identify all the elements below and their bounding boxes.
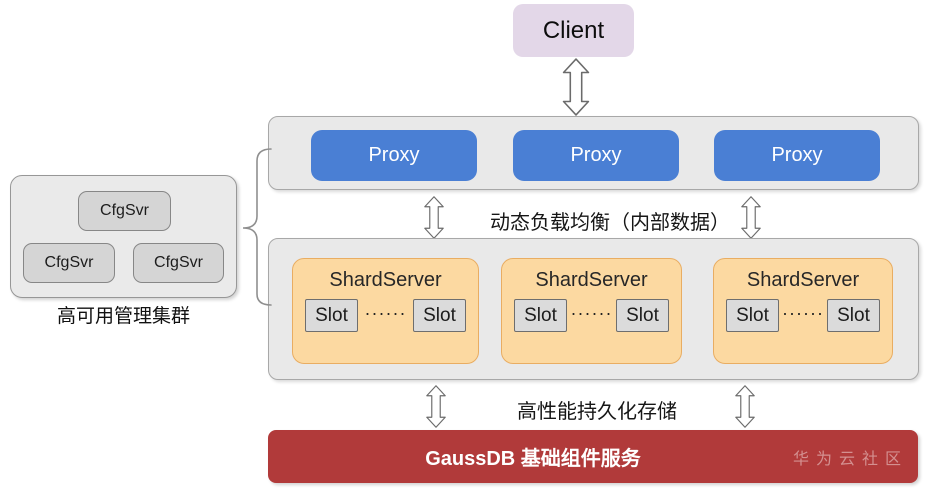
- proxy-label: Proxy: [570, 144, 622, 166]
- slot-row: Slot ······ Slot: [293, 299, 478, 332]
- slot-label: Slot: [315, 304, 348, 326]
- slot-label: Slot: [626, 304, 659, 326]
- client-box: Client: [513, 4, 634, 57]
- curly-brace-connector: [242, 148, 272, 306]
- watermark: 华为云社区: [792, 450, 908, 468]
- proxy-box: Proxy: [311, 130, 477, 181]
- storage-bar: GaussDB 基础组件服务 华为云社区: [268, 430, 918, 483]
- cfgsvr-label: CfgSvr: [154, 254, 203, 271]
- cfgsvr-label: CfgSvr: [100, 202, 149, 219]
- slot-ellipsis: ······: [364, 303, 407, 323]
- shard-server-box: ShardServer Slot ······ Slot: [713, 258, 893, 364]
- shard-server-title: ShardServer: [329, 269, 442, 291]
- shard-server-box: ShardServer Slot ······ Slot: [501, 258, 682, 364]
- slot-label: Slot: [837, 304, 870, 326]
- proxy-label: Proxy: [368, 144, 420, 166]
- cfgsvr-box: CfgSvr: [23, 243, 115, 283]
- slot-box: Slot: [726, 299, 779, 332]
- proxy-layer-panel: Proxy Proxy Proxy: [268, 116, 919, 190]
- cfgsvr-box: CfgSvr: [78, 191, 171, 231]
- shard-server-title: ShardServer: [535, 269, 648, 291]
- slot-row: Slot ······ Slot: [502, 299, 681, 332]
- cfgsvr-label: CfgSvr: [44, 254, 94, 271]
- storage-label: 高性能持久化存储: [517, 401, 677, 423]
- shard-layer-panel: ShardServer Slot ······ Slot ShardServer…: [268, 238, 919, 380]
- double-arrow-icon: [562, 58, 590, 116]
- client-label: Client: [542, 16, 605, 44]
- proxy-box: Proxy: [513, 130, 679, 181]
- ha-cluster-panel: CfgSvr CfgSvr CfgSvr: [10, 175, 237, 298]
- slot-box: Slot: [413, 299, 466, 332]
- proxy-label: Proxy: [771, 144, 823, 166]
- storage-bar-title: GaussDB 基础组件服务: [425, 448, 641, 470]
- slot-box: Slot: [305, 299, 358, 332]
- slot-ellipsis: ······: [570, 303, 613, 323]
- slot-label: Slot: [524, 304, 557, 326]
- double-arrow-icon: [426, 385, 446, 428]
- shard-server-box: ShardServer Slot ······ Slot: [292, 258, 479, 364]
- load-balance-label: 动态负载均衡（内部数据）: [490, 212, 730, 234]
- slot-label: Slot: [423, 304, 456, 326]
- cfgsvr-box: CfgSvr: [133, 243, 224, 283]
- slot-box: Slot: [616, 299, 669, 332]
- slot-box: Slot: [827, 299, 880, 332]
- ha-cluster-caption: 高可用管理集群: [56, 306, 190, 327]
- slot-box: Slot: [514, 299, 567, 332]
- proxy-box: Proxy: [714, 130, 880, 181]
- double-arrow-icon: [741, 196, 761, 239]
- double-arrow-icon: [735, 385, 755, 428]
- slot-label: Slot: [736, 304, 769, 326]
- slot-row: Slot ······ Slot: [714, 299, 892, 332]
- double-arrow-icon: [424, 196, 444, 239]
- slot-ellipsis: ······: [782, 303, 824, 323]
- shard-server-title: ShardServer: [746, 269, 860, 291]
